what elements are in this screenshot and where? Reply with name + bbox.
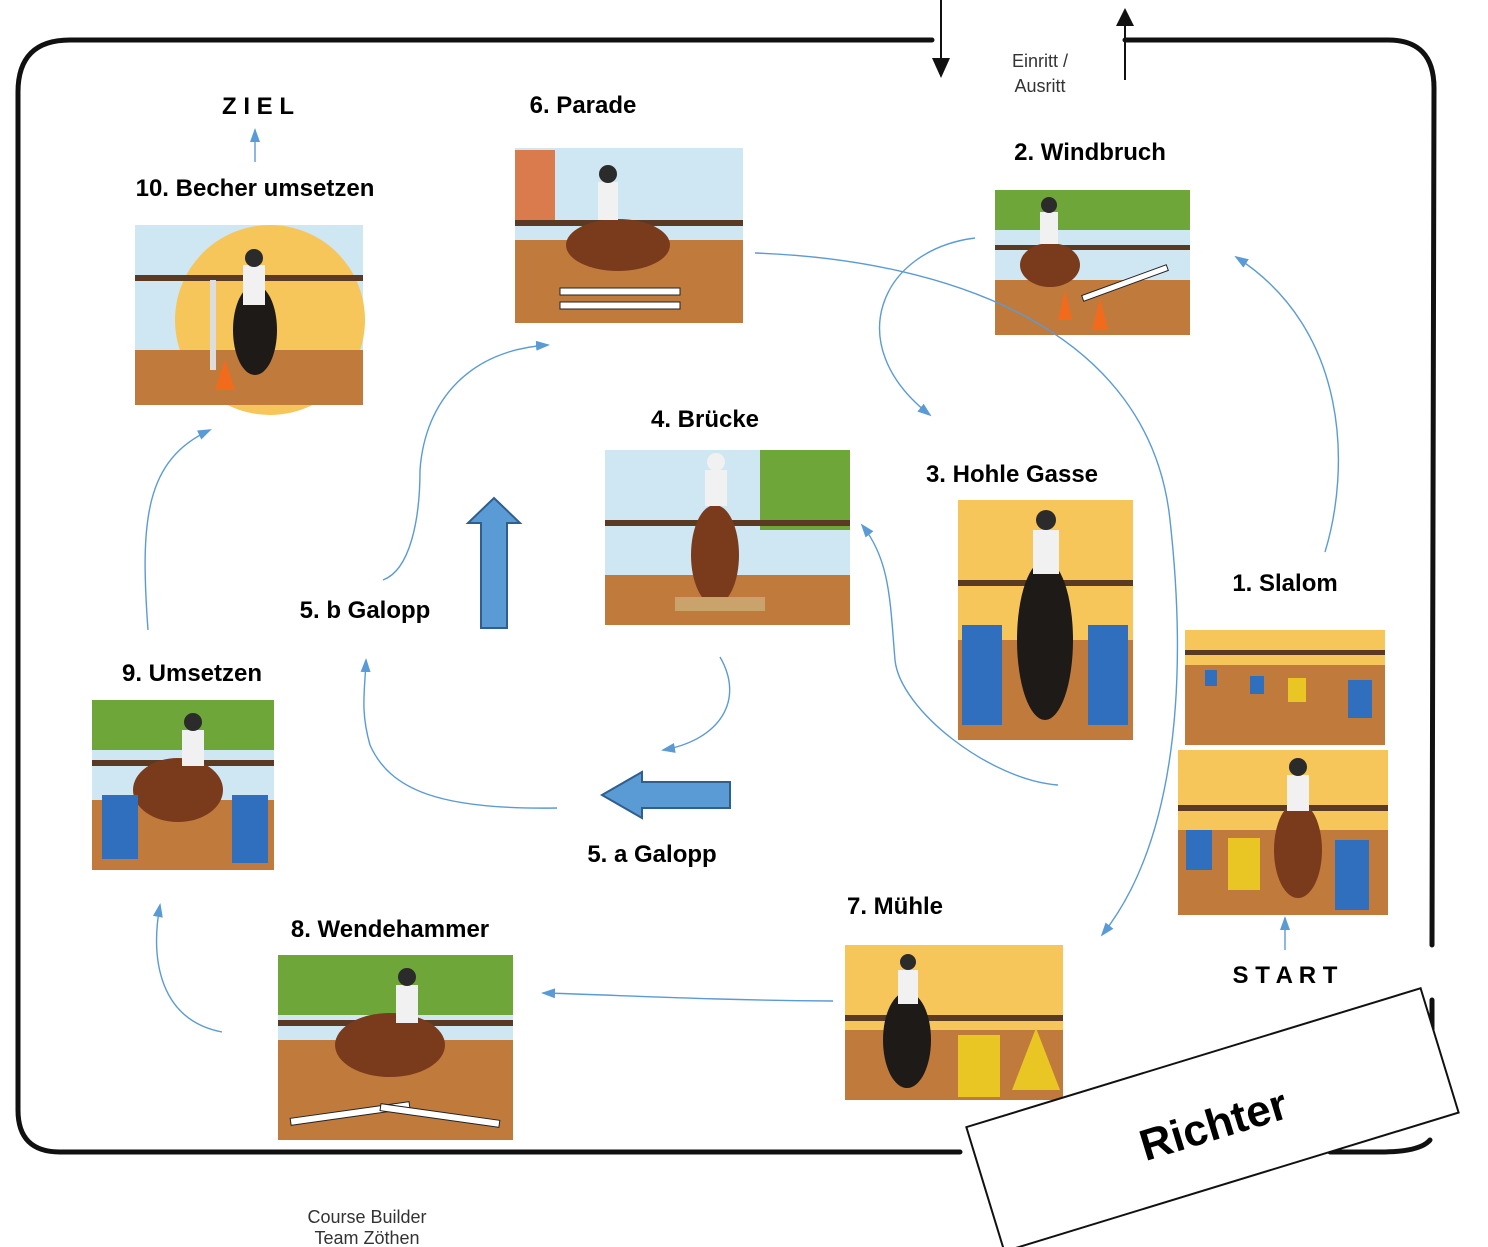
entry-label-line1: Einritt / bbox=[1012, 51, 1068, 71]
judge-box: Richter bbox=[965, 987, 1460, 1247]
credit-line2: Team Zöthen bbox=[314, 1228, 419, 1247]
station-3-image bbox=[958, 500, 1133, 740]
station-2-label: 2. Windbruch bbox=[1014, 139, 1166, 166]
station-2-image bbox=[995, 190, 1190, 335]
station-10-label: 10. Becher umsetzen bbox=[136, 175, 375, 202]
credit-line1: Course Builder bbox=[307, 1207, 426, 1227]
station-7-label: 7. Mühle bbox=[847, 893, 943, 920]
station-1-image-bottom bbox=[1178, 750, 1388, 915]
station-1-image-top bbox=[1185, 630, 1385, 745]
gallop-arrow-left bbox=[599, 770, 731, 820]
entry-arrow-down bbox=[932, 0, 950, 78]
station-9-label: 9. Umsetzen bbox=[122, 660, 262, 687]
goal-label: Z I E L bbox=[222, 93, 294, 120]
flow-1-to-2 bbox=[1234, 255, 1340, 553]
flow-4-to-5a bbox=[661, 656, 731, 753]
station-9-image bbox=[92, 700, 274, 870]
station-5b-label: 5. b Galopp bbox=[300, 597, 431, 624]
station-4-label: 4. Brücke bbox=[651, 406, 759, 433]
station-7-image bbox=[845, 945, 1063, 1100]
flow-7-to-8 bbox=[541, 988, 834, 1002]
arena-border bbox=[15, 37, 1437, 1155]
station-5a-label: 5. a Galopp bbox=[587, 841, 716, 868]
exit-arrow-up bbox=[1116, 8, 1134, 80]
start-label: S T A R T bbox=[1233, 962, 1338, 989]
flow-9-to-10 bbox=[144, 429, 212, 631]
gallop-arrow-up bbox=[465, 496, 523, 629]
flow-2-to-3 bbox=[878, 237, 976, 417]
station-3-label: 3. Hohle Gasse bbox=[926, 461, 1098, 488]
flow-3-to-4 bbox=[860, 523, 1059, 786]
station-1-label: 1. Slalom bbox=[1232, 570, 1337, 597]
station-8-label: 8. Wendehammer bbox=[291, 916, 489, 943]
flow-8-to-9 bbox=[152, 903, 223, 1033]
station-6-image bbox=[515, 148, 743, 323]
flow-5a-to-5b bbox=[360, 658, 558, 809]
flow-5b-to-6 bbox=[382, 340, 550, 581]
station-8-image bbox=[278, 955, 513, 1140]
station-4-image bbox=[605, 450, 850, 625]
flow-6-to-7 bbox=[754, 252, 1179, 937]
entry-label-line2: Ausritt bbox=[1014, 76, 1065, 96]
station-10-image bbox=[135, 225, 365, 415]
station-6-label: 6. Parade bbox=[530, 92, 637, 119]
